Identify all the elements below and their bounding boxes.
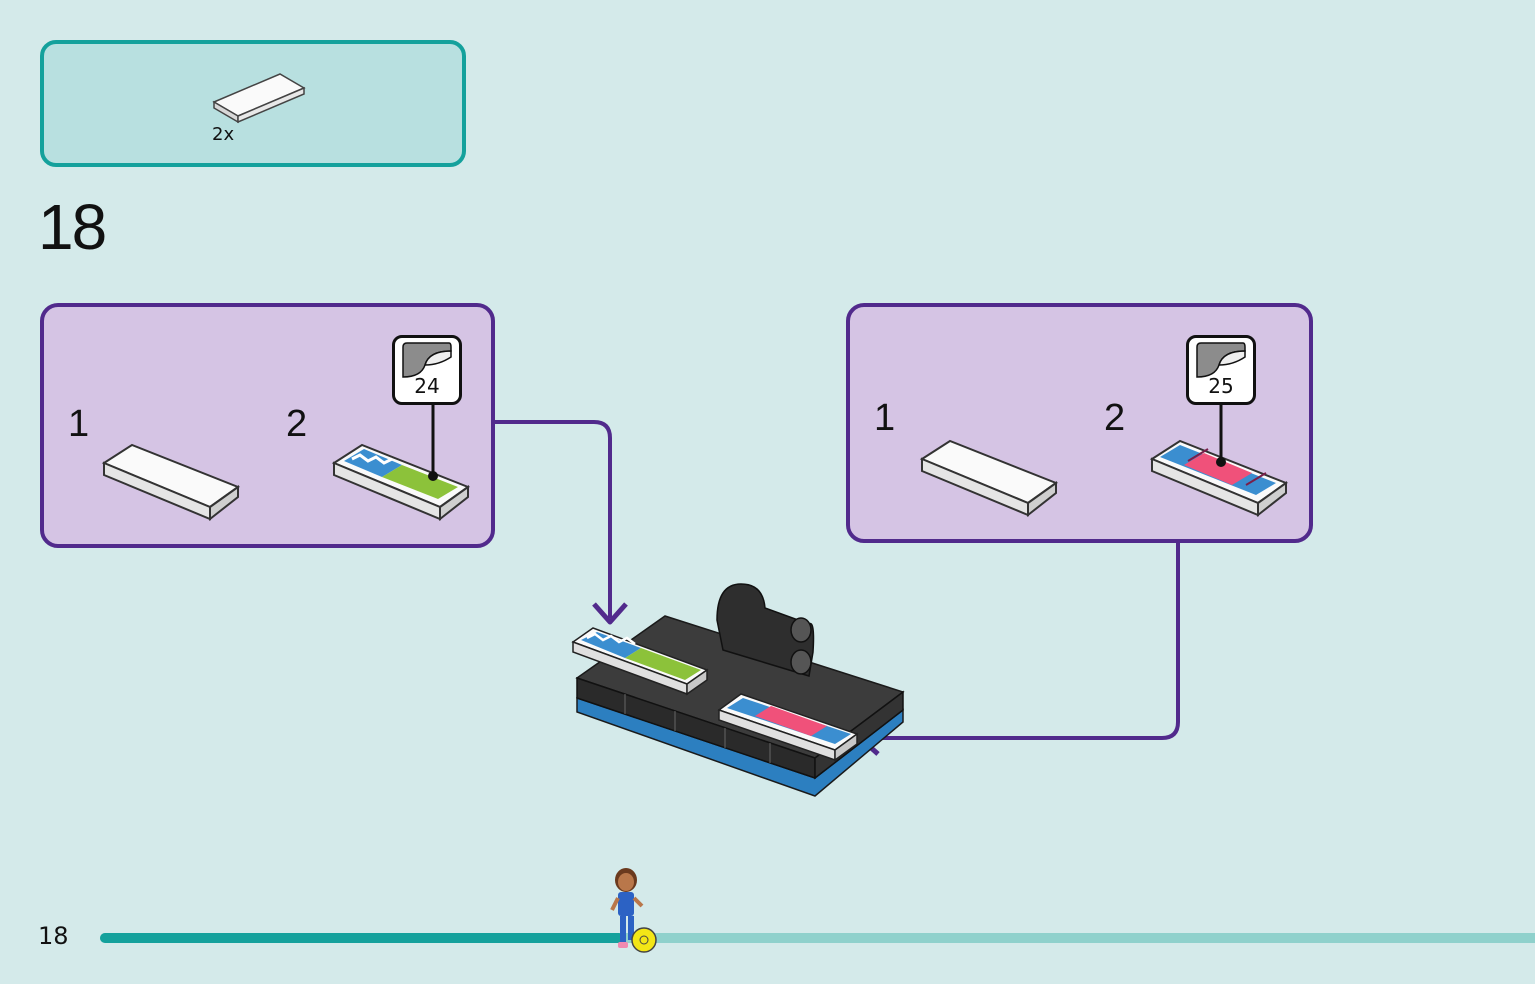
sticker-pointer-icon — [1216, 404, 1226, 467]
white-flat-tile-icon — [919, 439, 1059, 518]
step-number: 18 — [38, 191, 107, 263]
substep-label: 2 — [1104, 397, 1126, 439]
stickered-tile-pink-blue-icon — [1149, 439, 1289, 518]
minifigure-with-ball-icon — [610, 868, 657, 953]
part-quantity: 2x — [212, 124, 235, 145]
subassembly-box-right: 1 2 25 — [846, 303, 1313, 543]
sticker-callout: 25 — [1186, 335, 1256, 405]
sticker-pointer-icon — [428, 404, 438, 481]
subassembly-box-left: 1 2 24 — [40, 303, 495, 548]
sticker-number: 25 — [1208, 374, 1234, 398]
parts-list-callout: 2x — [40, 40, 466, 167]
substep-label: 1 — [68, 403, 90, 445]
white-flat-tile-icon — [212, 73, 306, 124]
sticker-number: 24 — [414, 374, 440, 398]
page-number: 18 — [38, 922, 69, 950]
sticker-icon — [402, 342, 452, 378]
white-flat-tile-icon — [101, 443, 241, 522]
stickered-tile-blue-green-icon — [331, 443, 471, 522]
main-model-build-icon — [571, 583, 905, 797]
progress-bar — [100, 933, 1535, 943]
progress-fill — [100, 933, 624, 943]
sticker-icon — [1196, 342, 1246, 378]
substep-label: 2 — [286, 403, 308, 445]
substep-label: 1 — [874, 397, 896, 439]
sticker-callout: 24 — [392, 335, 462, 405]
